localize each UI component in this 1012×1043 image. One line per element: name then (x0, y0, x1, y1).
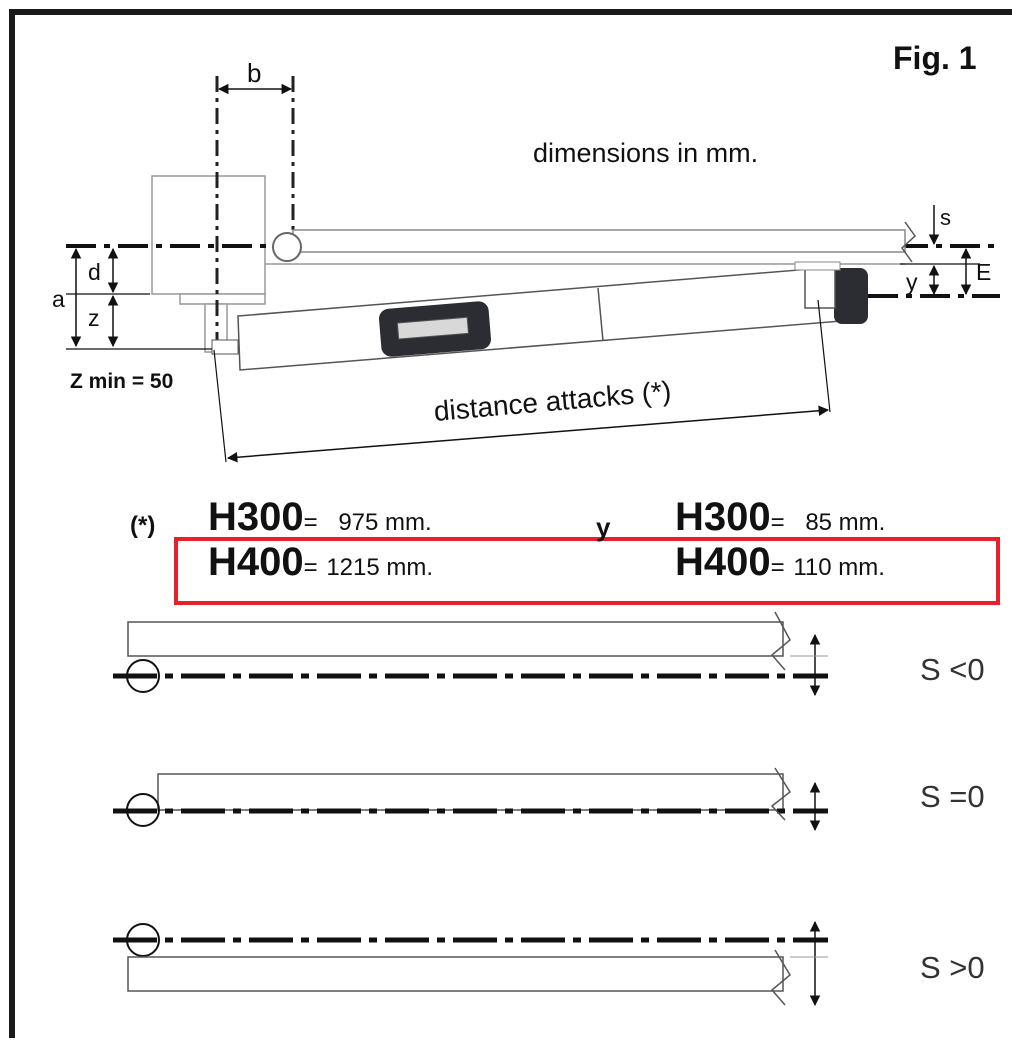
label-z: z (88, 305, 100, 331)
label-b: b (247, 58, 261, 88)
value-h400-right: 110 mm. (793, 554, 885, 581)
label-s: s (940, 205, 951, 230)
motor-box (151, 175, 266, 295)
actuator-body (237, 266, 843, 371)
frame-border (9, 9, 1012, 1043)
actuator-end-cap (834, 268, 868, 324)
units-note: dimensions in mm. (533, 138, 759, 168)
distance-ext-right (817, 299, 831, 413)
s-label-positive: S >0 (920, 950, 985, 985)
case-s-negative (113, 611, 828, 697)
model-h300-right: H300 (675, 495, 771, 539)
spec-left-h300: H300= 975 mm. (208, 495, 432, 540)
spec-right-h400: H400= 110 mm. (675, 540, 885, 585)
pivot-hinge (272, 232, 302, 262)
gate-leaf (292, 229, 906, 253)
leaf-s-zero (157, 773, 784, 811)
table-marker: (*) (130, 512, 156, 539)
spec-right-h300: H300= 85 mm. (675, 495, 885, 540)
distance-dimension-line (226, 405, 830, 463)
motor-base (179, 293, 266, 305)
label-y: y (906, 269, 918, 295)
break-s-negative (770, 611, 791, 671)
eq-h300-right: = (770, 509, 785, 536)
hinge-s-zero (126, 793, 160, 827)
eq-h400-right: = (770, 554, 785, 581)
figure-title: Fig. 1 (893, 40, 977, 76)
s-label-negative: S <0 (920, 652, 985, 687)
value-h400-left: 1215 mm. (326, 554, 434, 581)
front-mount-plate (794, 261, 841, 271)
hinge-s-negative (126, 659, 160, 693)
leaf-s-negative (127, 621, 784, 657)
break-s-positive (770, 949, 791, 1006)
break-s-zero (770, 767, 791, 821)
case-s-zero (113, 767, 828, 832)
eq-h400-left: = (303, 554, 318, 581)
hinge-s-positive (126, 923, 160, 957)
actuator-control-window (396, 316, 470, 340)
distance-ext-left (213, 349, 227, 463)
model-h400-right: H400 (675, 540, 771, 584)
zmin-label: Z min = 50 (70, 370, 174, 393)
case-s-positive (113, 920, 828, 1007)
model-h400-left: H400 (208, 540, 304, 584)
label-a: a (52, 286, 65, 312)
rear-pivot (211, 339, 239, 355)
leaf-s-positive (127, 956, 784, 992)
leaf-break-mark (901, 221, 916, 263)
label-d: d (88, 259, 101, 285)
eq-h300-left: = (303, 509, 318, 536)
label-e: E (976, 259, 991, 285)
front-bracket (804, 267, 836, 309)
value-h300-right: 85 mm. (805, 509, 886, 536)
actuator-split (597, 287, 604, 342)
value-h300-left: 975 mm. (338, 509, 432, 536)
conjunction: y (596, 512, 611, 542)
s-label-zero: S =0 (920, 779, 985, 814)
model-h300-left: H300 (208, 495, 304, 539)
spec-left-h400: H400= 1215 mm. (208, 540, 433, 585)
highlight-box (174, 537, 1000, 605)
